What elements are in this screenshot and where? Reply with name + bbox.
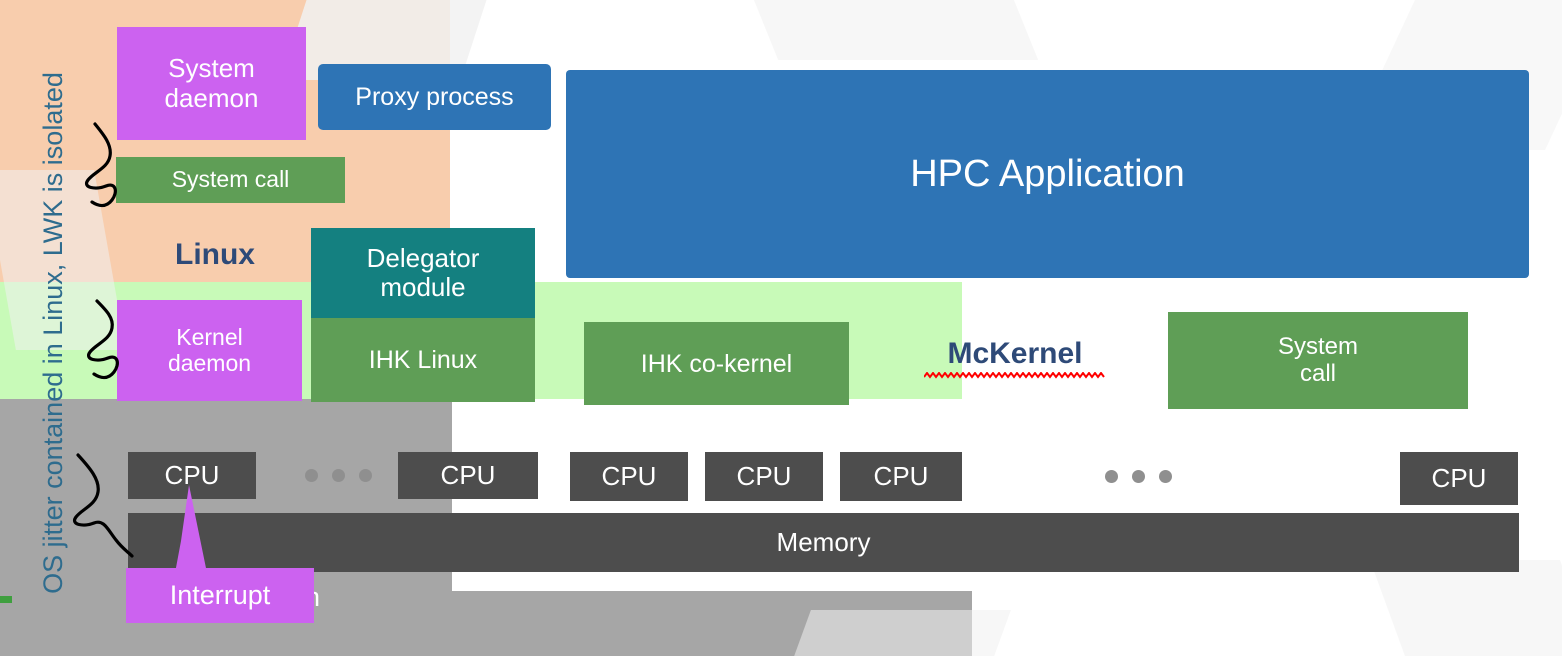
accent-tick	[0, 596, 12, 603]
partition-label-right: Partition	[970, 581, 1070, 612]
cpu-box[interactable]: CPU	[840, 452, 962, 501]
mckernel-system-call-box[interactable]: System call	[1168, 312, 1468, 409]
ihk-cokernel-box[interactable]: IHK co-kernel	[584, 322, 849, 405]
mckernel-label: McKernel	[947, 337, 1083, 370]
watermark-shape	[741, 0, 1039, 60]
cpu-box[interactable]: CPU	[705, 452, 823, 501]
mckernel-system-call-label: System call	[1277, 332, 1358, 387]
linux-system-call-box[interactable]: System call	[116, 157, 345, 203]
cpu-box[interactable]: CPU	[128, 452, 256, 499]
delegator-module-box[interactable]: Delegator module	[311, 228, 535, 318]
cpu-box[interactable]: CPU	[398, 452, 538, 499]
cpu-ellipsis-left	[305, 469, 372, 482]
kernel-daemon-label: Kernel daemon	[167, 323, 252, 376]
ihk-linux-box[interactable]: IHK Linux	[311, 318, 535, 402]
cpu-box[interactable]: CPU	[1400, 452, 1518, 505]
linux-panel-label: Linux	[175, 238, 255, 271]
hpc-application-box[interactable]: HPC Application	[566, 70, 1529, 278]
system-daemon-box[interactable]: System daemon	[117, 27, 306, 140]
cpu-ellipsis-right	[1105, 470, 1172, 483]
spellcheck-squiggle-icon	[924, 372, 1105, 379]
interrupt-box[interactable]: Interrupt	[126, 568, 314, 623]
kernel-daemon-box[interactable]: Kernel daemon	[117, 300, 302, 401]
vertical-caption: OS jitter contained in Linux, LWK is iso…	[37, 72, 68, 594]
system-daemon-label: System daemon	[164, 53, 259, 113]
delegator-module-label: Delegator module	[366, 242, 480, 302]
proxy-process-box[interactable]: Proxy process	[318, 64, 551, 130]
cpu-box[interactable]: CPU	[570, 452, 688, 501]
interrupt-pointer-arrow	[175, 485, 207, 573]
mckernel-label-group: McKernel	[900, 330, 1130, 386]
memory-bar: Memory	[128, 513, 1519, 572]
